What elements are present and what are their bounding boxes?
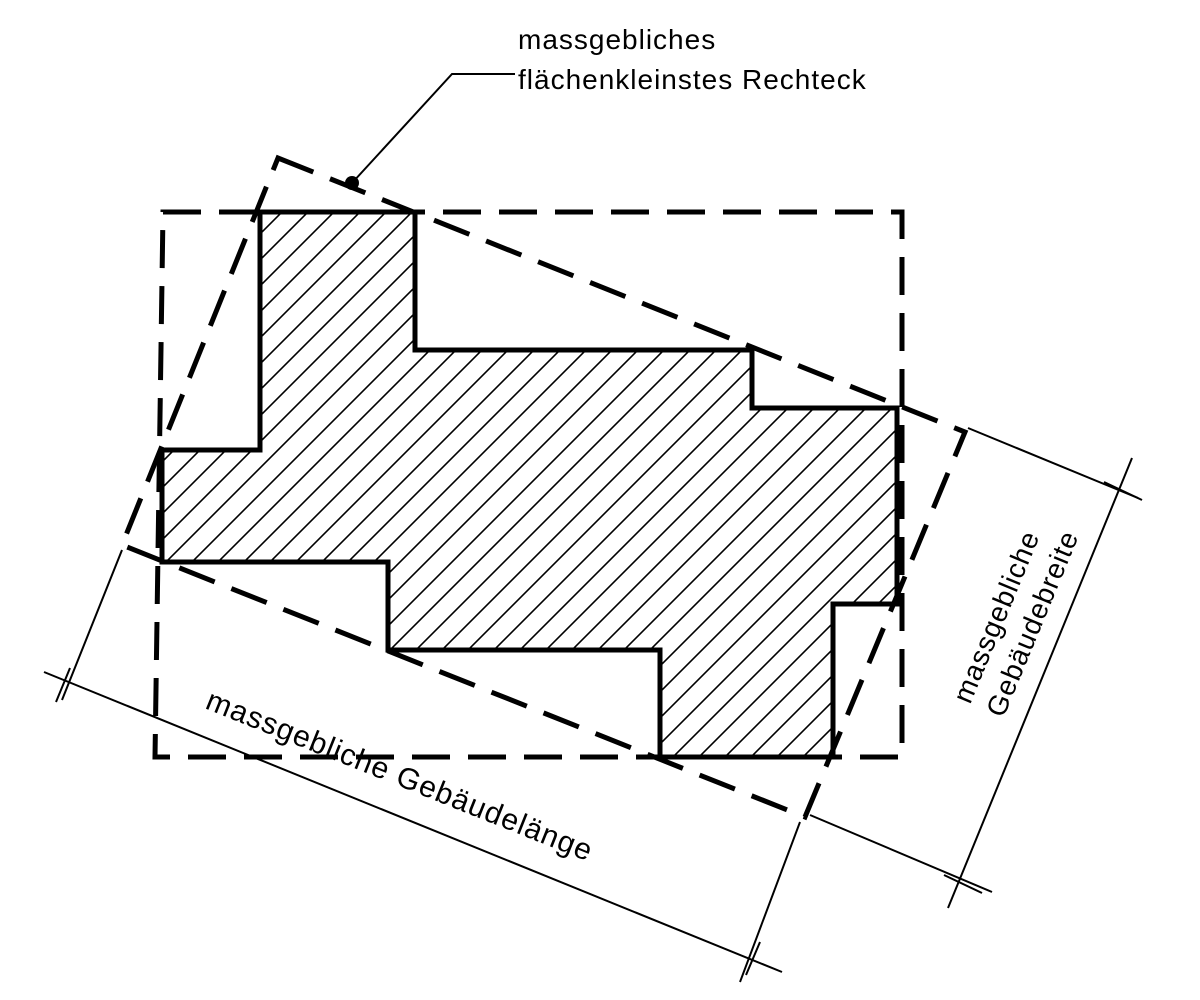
width-extension-line-top [967, 427, 1139, 499]
building-footprint [159, 209, 900, 760]
axis-aligned-bounding-rectangle [152, 209, 905, 760]
length-dimension-tick-right [745, 941, 761, 976]
length-label-text: massgebliche Gebäudelänge [201, 684, 597, 868]
width-label: massgebliche Gebäudebreite [947, 526, 1085, 721]
width-extension-line-bottom [809, 814, 993, 893]
length-dimension-tick-left [55, 667, 71, 703]
length-extension-line-right [739, 821, 801, 983]
minimal-area-rectangle [118, 154, 969, 821]
width-dimension-tick-top [1103, 481, 1143, 501]
rect-label-line1: massgebliches [518, 24, 716, 55]
length-label: massgebliche Gebäudelänge [201, 684, 597, 868]
rect-label-line2: flächenkleinstes Rechteck [518, 64, 867, 95]
length-extension-line-left [61, 549, 123, 701]
leader-dot [345, 176, 359, 190]
leader-line [351, 73, 515, 184]
width-dimension-line [947, 457, 1133, 909]
length-dimension-line [43, 671, 783, 973]
width-dimension-tick-bottom [943, 874, 983, 894]
